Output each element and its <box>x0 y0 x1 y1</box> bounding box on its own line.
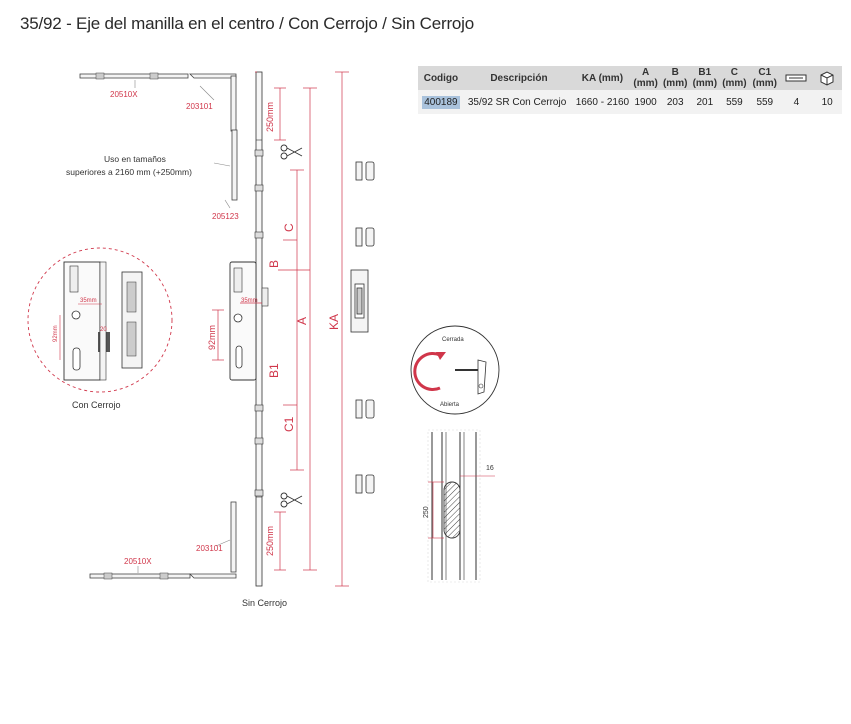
top-corner-drive <box>189 73 237 132</box>
table-header-row: Codigo Descripción KA (mm) A (mm) B (mm)… <box>418 66 842 90</box>
bottom-horizontal-bar <box>89 566 191 580</box>
cell-b: 203 <box>660 90 690 114</box>
profile-section <box>427 429 495 583</box>
dim-b1: B1 <box>267 363 281 378</box>
header-ka: KA (mm) <box>574 66 631 90</box>
dim-c1: C1 <box>282 416 296 432</box>
rotation-open-label: Abierta <box>440 402 460 408</box>
cell-b1: 201 <box>690 90 720 114</box>
scissors-icon <box>280 144 303 160</box>
cell-c: 559 <box>719 90 750 114</box>
dim-35: 35mm <box>241 298 258 304</box>
dim-b: B <box>267 260 281 268</box>
extension-note-line1: Uso en tamaños <box>104 154 166 164</box>
scissors-icon <box>280 492 303 508</box>
box-icon <box>820 71 834 86</box>
dim-92: 92mm <box>207 325 217 350</box>
header-b: B (mm) <box>660 66 690 90</box>
detail-35: 35mm <box>80 298 97 304</box>
detail-circle <box>27 247 173 393</box>
main-lock-bar <box>229 71 269 587</box>
page-title: 35/92 - Eje del manilla en el centro / C… <box>20 14 474 33</box>
rotation-closed-label: Cerrada <box>442 337 464 343</box>
flat-profile-icon <box>785 74 807 82</box>
header-codigo: Codigo <box>418 66 464 90</box>
bottom-corner-drive <box>189 501 237 579</box>
cell-a: 1900 <box>630 90 661 114</box>
cell-code[interactable]: 400189 <box>418 90 464 114</box>
cell-ka: 1660 - 2160 <box>574 90 631 114</box>
header-box <box>812 66 842 90</box>
keeper-group <box>355 161 375 494</box>
dim-top-250: 250mm <box>265 102 275 132</box>
dimension-lines <box>212 71 349 587</box>
detail-20: 20 <box>100 327 107 333</box>
detail-92: 92mm <box>53 325 59 342</box>
header-a: A (mm) <box>630 66 661 90</box>
extension-note-line2: superiores a 2160 mm (+250mm) <box>66 167 192 177</box>
cell-c1: 559 <box>749 90 781 114</box>
top-horizontal-bar <box>79 72 189 88</box>
table-row: 400189 35/92 SR Con Cerrojo 1660 - 2160 … <box>418 90 842 114</box>
product-table: Codigo Descripción KA (mm) A (mm) B (mm)… <box>418 66 842 114</box>
extension-piece <box>213 129 238 209</box>
cell-description: 35/92 SR Con Cerrojo <box>463 90 574 114</box>
dim-a: A <box>295 317 309 325</box>
section-250: 250 <box>423 506 430 518</box>
dim-bottom-250: 250mm <box>265 526 275 556</box>
label-extension: 205123 <box>212 212 239 221</box>
caption-sin-cerrojo: Sin Cerrojo <box>242 598 287 608</box>
header-descripcion: Descripción <box>463 66 574 90</box>
label-bottom-corner: 203101 <box>196 544 223 553</box>
label-top-bar: 20510X <box>110 90 138 99</box>
header-b1: B1 (mm) <box>690 66 720 90</box>
label-top-corner: 203101 <box>186 102 213 111</box>
header-c1: C1 (mm) <box>749 66 781 90</box>
section-16: 16 <box>486 465 494 472</box>
cell-pack1: 4 <box>780 90 813 114</box>
header-c: C (mm) <box>719 66 750 90</box>
cell-pack2: 10 <box>812 90 842 114</box>
code-value[interactable]: 400189 <box>422 95 460 109</box>
dim-c: C <box>282 223 296 232</box>
header-flat-profile <box>780 66 813 90</box>
caption-con-cerrojo: Con Cerrojo <box>72 400 121 410</box>
rotation-diagram <box>410 325 500 415</box>
center-keeper <box>350 269 369 333</box>
label-bottom-bar: 20510X <box>124 557 152 566</box>
dim-ka: KA <box>327 314 341 330</box>
